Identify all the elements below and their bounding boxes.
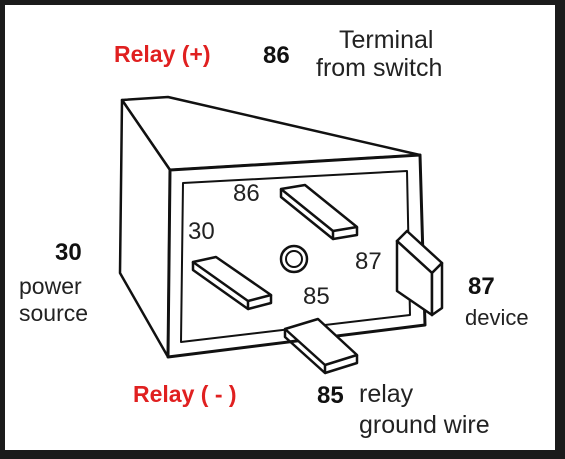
power-source-line2: source: [19, 300, 89, 326]
pin-30-number-label: 30: [55, 239, 82, 266]
pin-85-blade: [283, 317, 359, 375]
pin-86-slot: [279, 183, 359, 241]
pin-87-blade: [395, 229, 444, 317]
relay-drawing: [118, 95, 444, 375]
pin-30-slot: [191, 255, 273, 311]
power-source-line1: power: [19, 273, 82, 299]
relay-diagram-canvas: Relay (+) 86 Terminal from switch 30 pow…: [5, 5, 555, 450]
center-hole-inner: [285, 250, 303, 268]
relay-minus-label: Relay ( - ): [133, 381, 237, 407]
relay-ground-line1: relay: [359, 380, 414, 408]
relay-front-inner-border: [180, 170, 411, 343]
terminal-label-line1: Terminal: [339, 26, 434, 54]
relay-ground-line2: ground wire: [359, 411, 490, 439]
terminal-label-line2: from switch: [316, 54, 443, 82]
face-pin-86-label: 86: [233, 180, 260, 207]
pin-87-number-label: 87: [468, 273, 495, 300]
pin-86-number-label: 86: [263, 42, 290, 69]
face-pin-30-label: 30: [188, 218, 215, 245]
relay-plus-label: Relay (+): [114, 41, 211, 67]
device-label: device: [465, 305, 529, 330]
face-pin-87-label: 87: [355, 248, 382, 275]
pin-85-number-label: 85: [317, 382, 344, 409]
face-pin-85-label: 85: [303, 283, 330, 310]
